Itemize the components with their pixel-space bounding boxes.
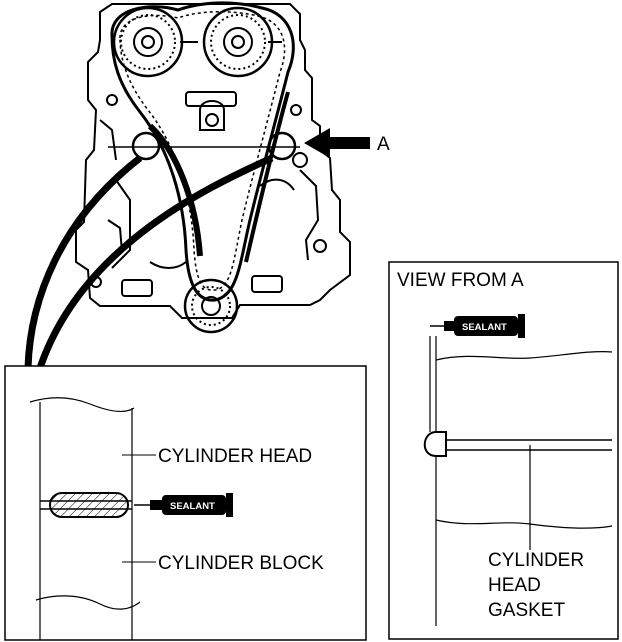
- callout-circle-right: [267, 131, 297, 161]
- sealant-label-right: SEALANT: [462, 322, 507, 333]
- sealant-tube-left: SEALANT: [134, 493, 233, 517]
- engine-front-illustration: [75, 1, 351, 334]
- cylinder-head-label: CYLINDER HEAD: [158, 446, 312, 467]
- view-arrow: [304, 128, 370, 158]
- leader-line-left: [24, 155, 143, 369]
- leader-line-right: [36, 154, 274, 370]
- gasket-label-line3: GASKET: [488, 600, 565, 621]
- sealant-bead: [49, 492, 129, 518]
- arrow-a-label: A: [377, 134, 390, 155]
- view-from-a-title: VIEW FROM A: [397, 270, 524, 291]
- cylinder-block-label: CYLINDER BLOCK: [158, 553, 324, 574]
- gasket-label-line1: CYLINDER: [488, 550, 584, 571]
- view-a-sealant-bead: [423, 431, 447, 457]
- sealant-tube-right: SEALANT: [430, 314, 525, 338]
- gasket-label-line2: HEAD: [488, 575, 541, 596]
- callout-circle-left: [131, 131, 161, 161]
- sealant-label-left: SEALANT: [170, 501, 215, 512]
